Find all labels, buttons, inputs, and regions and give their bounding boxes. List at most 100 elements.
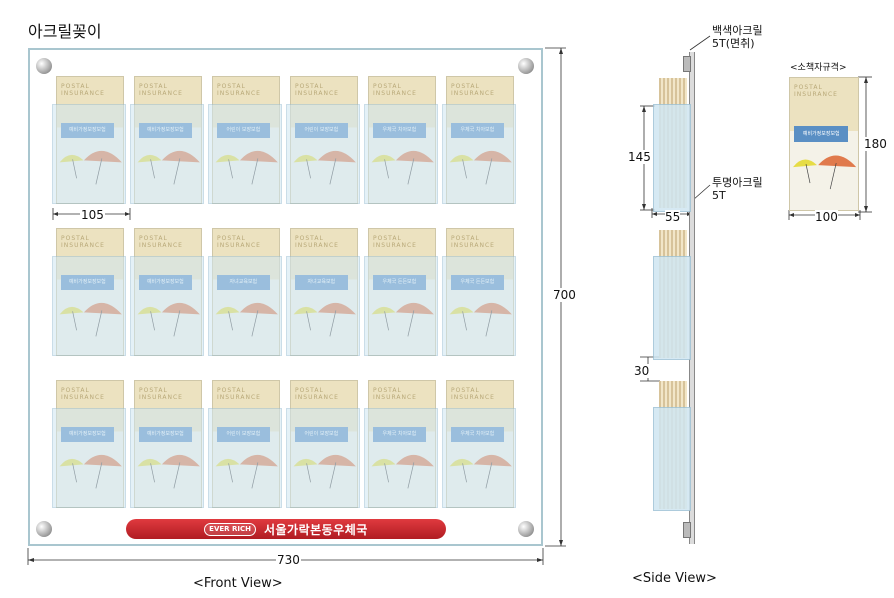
brochure-header-line1: POSTAL [217, 387, 246, 394]
acrylic-pocket [52, 104, 126, 204]
top-material-line1: 백색아크릴 [712, 24, 763, 37]
brochure-header-line2: INSURANCE [451, 242, 495, 249]
pocket-width-label: 105 [80, 208, 105, 222]
spec-height-label: 180 [864, 137, 887, 151]
acrylic-pocket [286, 256, 360, 356]
brochure-header-line2: INSURANCE [61, 394, 105, 401]
total-height-label: 700 [552, 288, 577, 302]
side-standoff-bottom [683, 522, 691, 538]
sign-text: 서울가락본동우체국 [263, 522, 368, 537]
brochure-header-line2: INSURANCE [295, 242, 339, 249]
page-title: 아크릴꽂이 [28, 22, 102, 41]
brochure-header-line2: INSURANCE [61, 242, 105, 249]
ever-rich-logo: EVER RICH [204, 522, 256, 536]
side-pocket [653, 104, 691, 212]
acrylic-pocket [130, 408, 204, 508]
brochure: POSTALINSURANCE어린이 보장보험 [208, 380, 282, 508]
side-depth-label: 55 [665, 210, 681, 224]
brochure-title-label: 예비가정보장보험 [794, 126, 849, 142]
spec-width-label: 100 [815, 210, 838, 224]
mid-material-label: 투명아크릴 5T [712, 176, 763, 202]
spec-title: <소책자규격> [790, 63, 847, 73]
side-standoff-top [683, 56, 691, 72]
acrylic-pocket [52, 408, 126, 508]
brochure-header-line1: POSTAL [139, 235, 168, 242]
sign-bar: EVER RICH 서울가락본동우체국 [126, 519, 446, 539]
brochure-header-line2: INSURANCE [139, 242, 183, 249]
brochure: POSTALINSURANCE우체국 든든보험 [364, 228, 438, 356]
brochure-header-line1: POSTAL [373, 83, 402, 90]
brochure-header-line2: INSURANCE [139, 90, 183, 97]
brochure-header-line1: POSTAL [295, 387, 324, 394]
brochure: POSTALINSURANCE자녀교육보험 [208, 228, 282, 356]
brochure: POSTALINSURANCE어린이 보장보험 [286, 380, 360, 508]
brochure-header-line2: INSURANCE [217, 90, 261, 97]
brochure-header-line1: POSTAL [794, 84, 823, 91]
brochure-header-line1: POSTAL [139, 83, 168, 90]
total-width-label: 730 [276, 553, 301, 567]
top-material-label: 백색아크릴 5T(면취) [712, 24, 763, 50]
standoff-screw-icon [36, 58, 52, 74]
standoff-screw-icon [36, 521, 52, 537]
brochure-header-line1: POSTAL [61, 83, 90, 90]
brochure-header-line2: INSURANCE [794, 91, 838, 98]
acrylic-pocket [130, 256, 204, 356]
brochure-header-line2: INSURANCE [373, 394, 417, 401]
brochure-header-line1: POSTAL [451, 83, 480, 90]
brochure: POSTALINSURANCE어린이 보장보험 [208, 76, 282, 204]
acrylic-pocket [364, 256, 438, 356]
brochure: POSTALINSURANCE우체국 치아보험 [442, 76, 516, 204]
acrylic-pocket [286, 104, 360, 204]
brochure-header-line1: POSTAL [373, 387, 402, 394]
brochure-header-line2: INSURANCE [139, 394, 183, 401]
brochure-header-line2: INSURANCE [217, 394, 261, 401]
front-view-caption: <Front View> [193, 576, 283, 591]
brochure-header-line1: POSTAL [217, 83, 246, 90]
acrylic-pocket [442, 408, 516, 508]
brochure: POSTALINSURANCE우체국 치아보험 [364, 380, 438, 508]
side-height-label: 145 [628, 150, 651, 164]
brochure-header-line2: INSURANCE [217, 242, 261, 249]
top-material-line2: 5T(면취) [712, 37, 755, 50]
side-pocket [653, 256, 691, 360]
brochure-header-line1: POSTAL [139, 387, 168, 394]
brochure-header-line2: INSURANCE [295, 394, 339, 401]
acrylic-pocket [364, 104, 438, 204]
acrylic-pocket [364, 408, 438, 508]
brochure: POSTALINSURANCE자녀교육보험 [286, 228, 360, 356]
standoff-screw-icon [518, 58, 534, 74]
acrylic-pocket [286, 408, 360, 508]
brochure: POSTALINSURANCE우체국 치아보험 [364, 76, 438, 204]
brochure-header-line2: INSURANCE [451, 394, 495, 401]
acrylic-pocket [442, 256, 516, 356]
brochure-header-line1: POSTAL [451, 387, 480, 394]
mid-material-line1: 투명아크릴 [712, 176, 763, 189]
brochure-header-line1: POSTAL [373, 235, 402, 242]
brochure-header-line1: POSTAL [217, 235, 246, 242]
acrylic-pocket [442, 104, 516, 204]
